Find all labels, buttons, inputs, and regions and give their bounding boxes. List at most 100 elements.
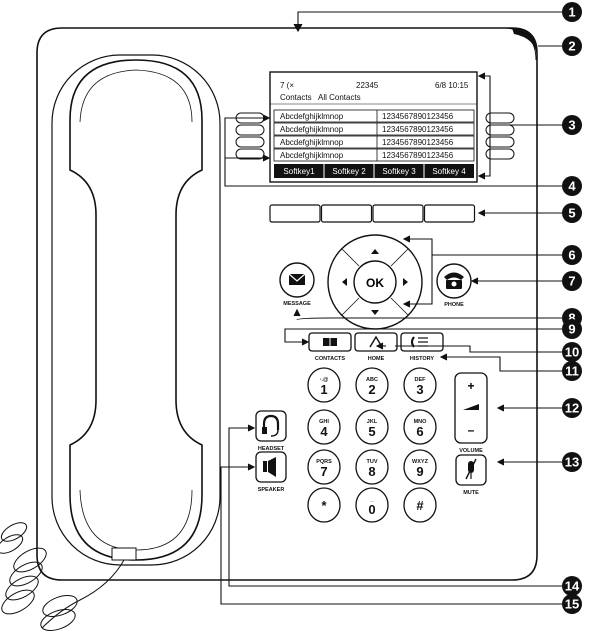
softkey-label: Softkey 4	[432, 167, 466, 176]
handset-cord	[0, 522, 125, 631]
line-buttons	[235, 112, 515, 160]
navigation-cluster: OK	[327, 234, 423, 330]
callout-number: 5	[568, 206, 575, 221]
speaker-icon	[263, 457, 276, 477]
callout-number: 3	[568, 118, 575, 133]
callout-number: 8	[568, 311, 575, 326]
contacts-label: CONTACTS	[315, 356, 345, 362]
key-digit: 9	[416, 464, 423, 479]
key-digit: *	[321, 498, 327, 513]
ok-button[interactable]	[353, 260, 397, 304]
key-letters: _	[369, 497, 374, 503]
softkey-button[interactable]	[372, 204, 424, 223]
key-digit: 3	[416, 382, 423, 397]
softkey-button[interactable]	[320, 204, 373, 223]
callout-15: 15	[562, 594, 582, 614]
callout-7: 7	[562, 271, 582, 291]
callout-9: 9	[562, 319, 582, 339]
line-button-left[interactable]	[235, 124, 265, 136]
phone-icon	[444, 272, 464, 289]
key-letters: PQRS	[316, 459, 332, 465]
book-icon	[323, 338, 337, 346]
softkey-button[interactable]	[423, 204, 476, 223]
key-digit: 0	[368, 502, 375, 517]
contact-number: 1234567890123456	[382, 151, 454, 160]
nav-up-icon[interactable]	[371, 249, 379, 254]
callout-number: 4	[568, 179, 576, 194]
line-button-right[interactable]	[485, 148, 515, 160]
dial-key-1[interactable]: ·.@1	[307, 367, 341, 403]
extension-number: 22345	[356, 81, 379, 90]
date-time: 6/8 10:15	[435, 81, 469, 90]
dial-key-hash[interactable]: #	[403, 487, 437, 523]
callout-number: 10	[565, 345, 579, 360]
softkey-label: Softkey 3	[382, 167, 416, 176]
callout-14: 14	[562, 576, 582, 596]
callout-number: 12	[565, 401, 579, 416]
callout-number: 9	[568, 322, 575, 337]
dial-key-0[interactable]: _0	[355, 487, 389, 523]
line-button-left[interactable]	[235, 136, 265, 148]
callout-11: 11	[562, 361, 582, 381]
key-digit: #	[416, 498, 424, 513]
softkey-label: Softkey 2	[332, 167, 366, 176]
callout-number: 6	[568, 248, 575, 263]
key-letters: ·.@	[320, 377, 329, 383]
key-letters: ABC	[366, 377, 378, 383]
key-digit: 6	[416, 424, 423, 439]
softkey-button[interactable]	[269, 204, 321, 223]
nav-down-icon[interactable]	[371, 310, 379, 315]
line-button-right[interactable]	[485, 136, 515, 148]
home-icon	[369, 335, 383, 348]
home-label: HOME	[368, 356, 385, 362]
contact-number: 1234567890123456	[382, 138, 454, 147]
callout-number: 15	[565, 597, 579, 612]
display-tab-all-contacts: All Contacts	[318, 93, 361, 102]
line-button-left[interactable]	[235, 148, 265, 160]
callout-number: 2	[568, 39, 575, 54]
mic-mute-icon	[465, 458, 477, 480]
message-label: MESSAGE	[283, 301, 311, 307]
display-tab-contacts: Contacts	[280, 93, 312, 102]
message-waiting-light	[512, 28, 537, 56]
callout-4: 4	[562, 176, 582, 196]
home-button[interactable]	[354, 332, 398, 352]
callout-10: 10	[562, 342, 582, 362]
dial-key-star[interactable]: *	[307, 487, 341, 523]
callout-2: 2	[562, 36, 582, 56]
line-button-right[interactable]	[485, 112, 515, 124]
callout-leaders	[220, 11, 562, 605]
nav-right-icon[interactable]	[403, 278, 408, 286]
callout-number: 1	[568, 5, 575, 20]
callout-13: 13	[562, 452, 582, 472]
callout-5: 5	[562, 203, 582, 223]
volume-up-label: +	[467, 379, 474, 393]
callout-number: 14	[565, 579, 580, 594]
handset[interactable]	[69, 59, 203, 561]
contact-name: Abcdefghijklmnop	[280, 112, 344, 121]
envelope-icon	[288, 273, 306, 285]
nav-left-icon[interactable]	[342, 278, 347, 286]
mute-label: MUTE	[463, 490, 479, 496]
headset-icon	[262, 414, 280, 437]
callout-number: 7	[568, 274, 575, 289]
key-letters: GHI	[319, 419, 329, 425]
contact-name: Abcdefghijklmnop	[280, 125, 344, 134]
volume-ramp-icon	[463, 404, 479, 410]
